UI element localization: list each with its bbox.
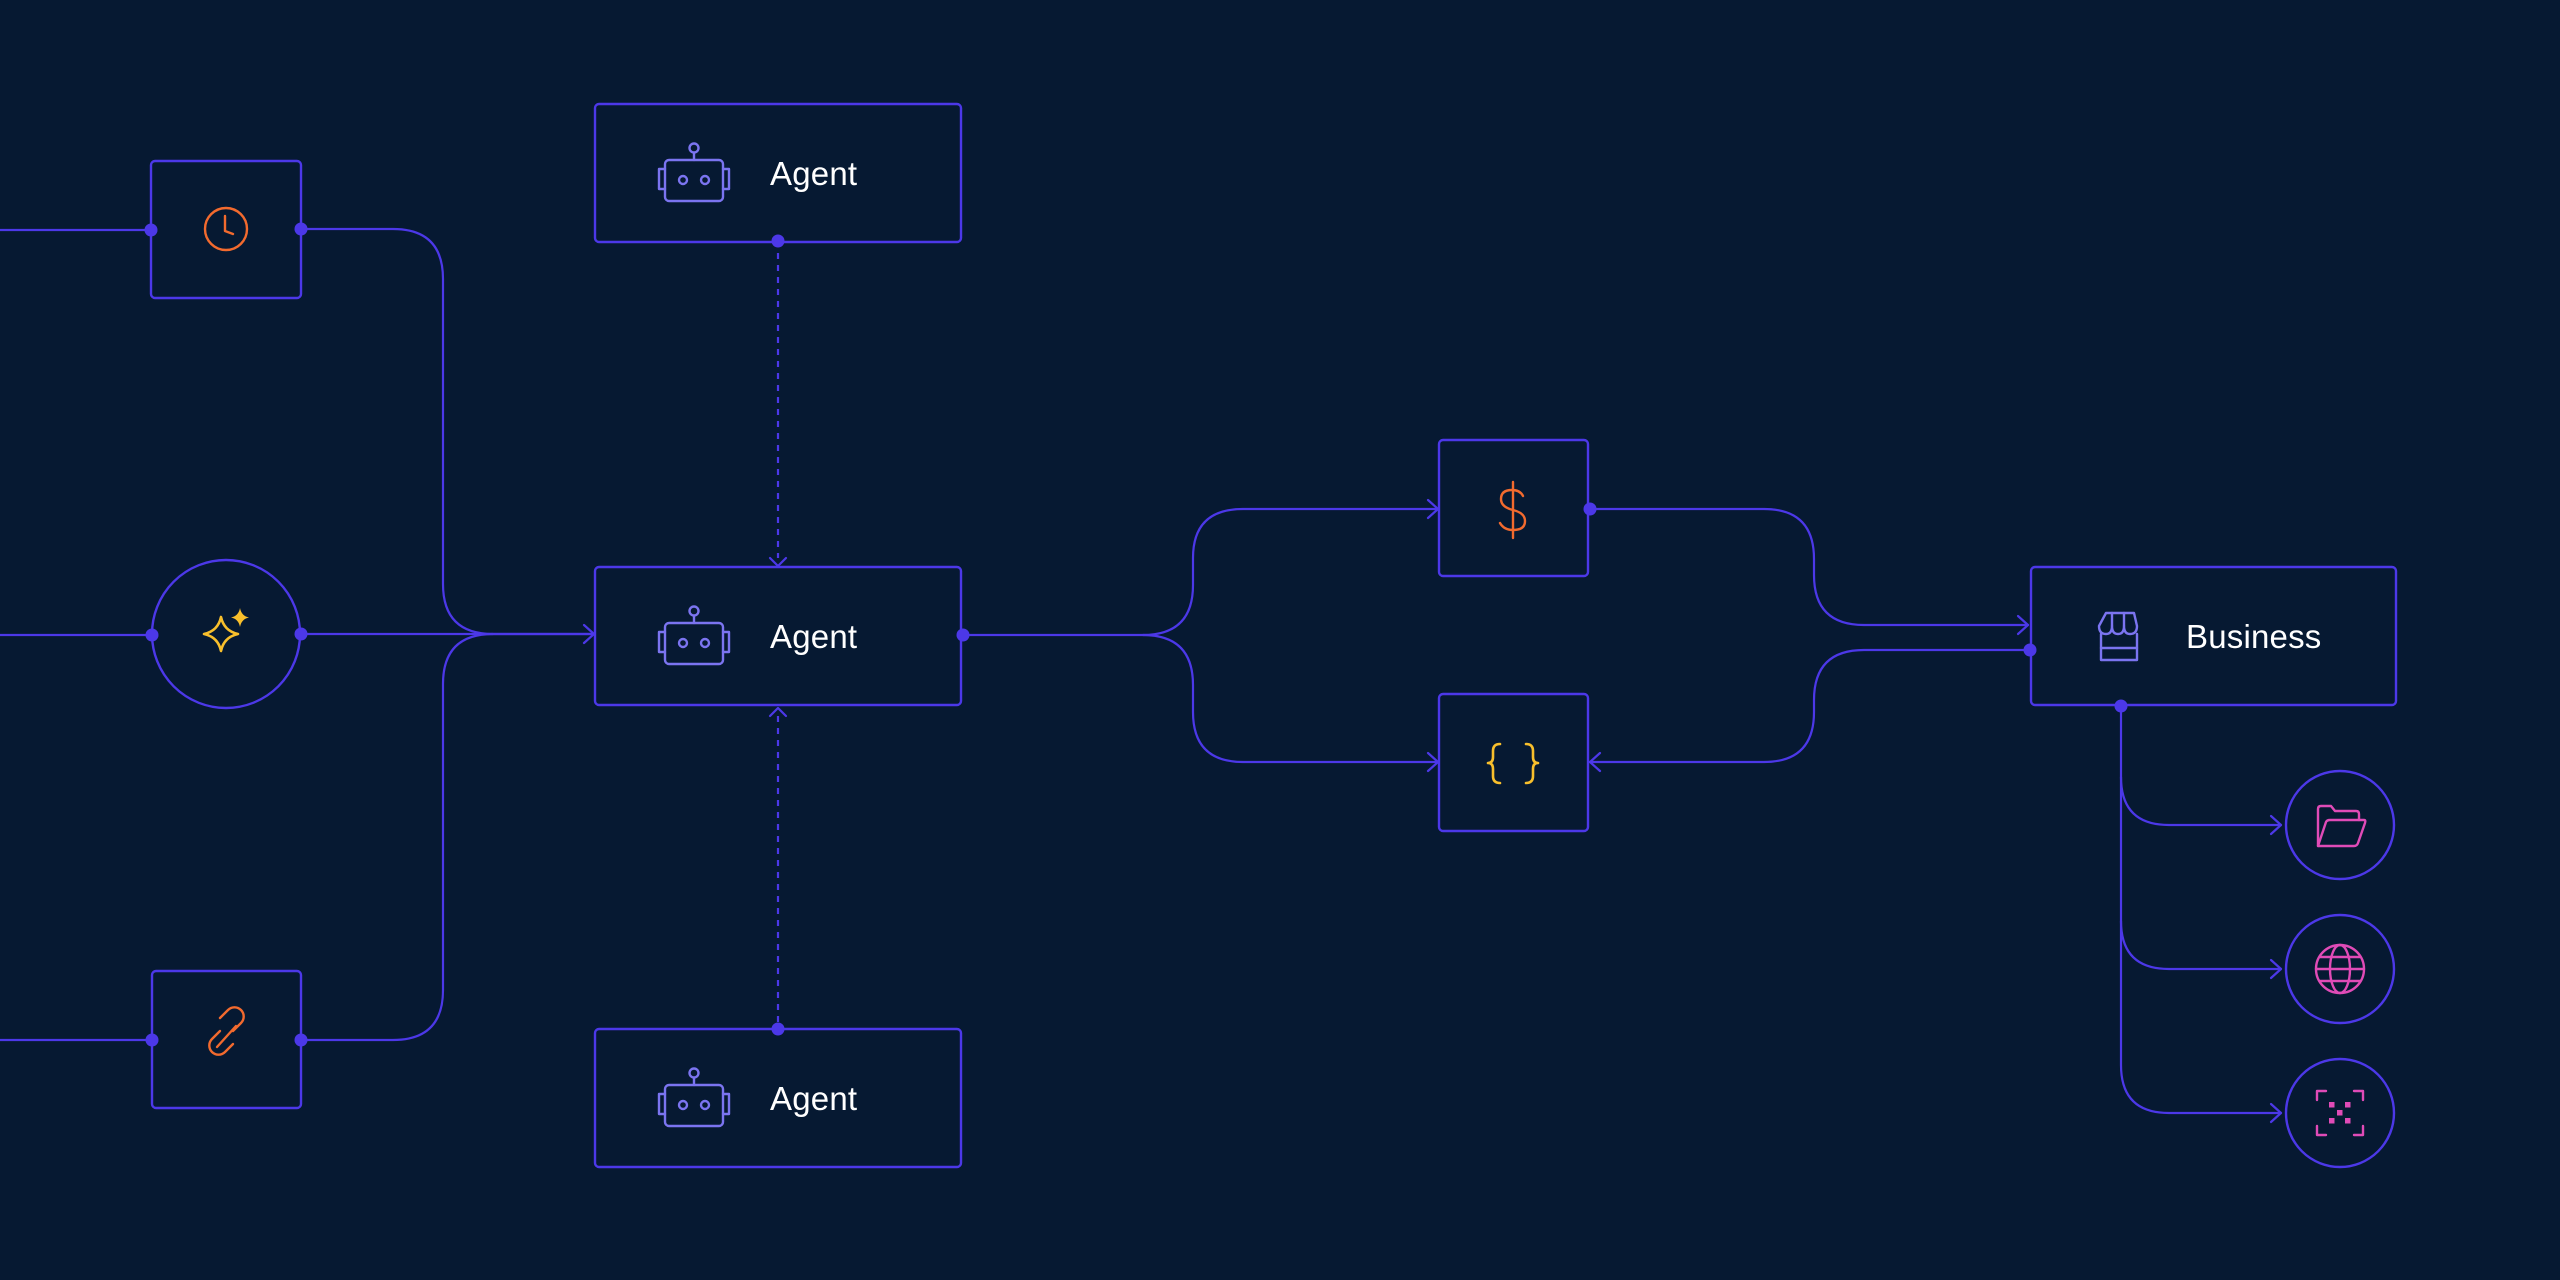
agent-bottom-label: Agent xyxy=(770,1080,858,1117)
connector-lines xyxy=(0,227,2283,1124)
robot-icon xyxy=(657,142,731,203)
robot-icon xyxy=(657,605,731,666)
output-web-node[interactable] xyxy=(2284,913,2396,1025)
edge-agent-code xyxy=(1141,633,1440,764)
arrowhead-files xyxy=(2269,814,2283,836)
agent-top-label: Agent xyxy=(770,155,858,192)
connection-ports xyxy=(144,222,2128,1047)
arrowhead-code-return xyxy=(1588,751,1602,773)
qr-scan-icon xyxy=(2315,1089,2365,1137)
trigger-schedule-node[interactable] xyxy=(149,159,303,300)
storefront-icon xyxy=(2097,611,2139,662)
edge-schedule-agent xyxy=(299,227,596,636)
output-files-node[interactable] xyxy=(2284,769,2396,881)
edge-business-web xyxy=(2119,919,2283,971)
arrowhead-agent-top xyxy=(768,556,788,568)
link-icon xyxy=(208,1006,245,1056)
edge-agent-payment xyxy=(961,507,1440,637)
edge-link-agent xyxy=(299,632,495,1042)
business-node[interactable] xyxy=(2029,565,2398,707)
trigger-link-node[interactable] xyxy=(150,969,303,1110)
globe-icon xyxy=(2314,943,2366,995)
dollar-icon xyxy=(1498,480,1527,540)
robot-icon xyxy=(657,1067,731,1128)
edge-business-code xyxy=(1588,648,2032,764)
edge-business-outputs xyxy=(2119,704,2283,1115)
clock-icon xyxy=(203,206,249,252)
payment-node[interactable] xyxy=(1437,438,1590,578)
code-node[interactable] xyxy=(1437,692,1590,833)
edge-business-files xyxy=(2119,775,2283,827)
folder-icon xyxy=(2316,804,2367,848)
agent-middle-node[interactable] xyxy=(593,565,963,707)
trigger-ai-node[interactable] xyxy=(150,558,302,710)
arrowhead-business xyxy=(2016,614,2030,636)
arrowhead-qr xyxy=(2269,1102,2283,1124)
braces-icon xyxy=(1486,742,1540,785)
arrowhead-agent-bottom xyxy=(768,706,788,718)
output-qr-node[interactable] xyxy=(2284,1057,2396,1169)
business-label: Business xyxy=(2186,618,2322,655)
edge-payment-business xyxy=(1588,507,2030,627)
agent-middle-label: Agent xyxy=(770,618,858,655)
agent-bottom-node[interactable] xyxy=(593,1027,963,1169)
arrowhead-web xyxy=(2269,958,2283,980)
sparkles-icon xyxy=(202,608,249,653)
